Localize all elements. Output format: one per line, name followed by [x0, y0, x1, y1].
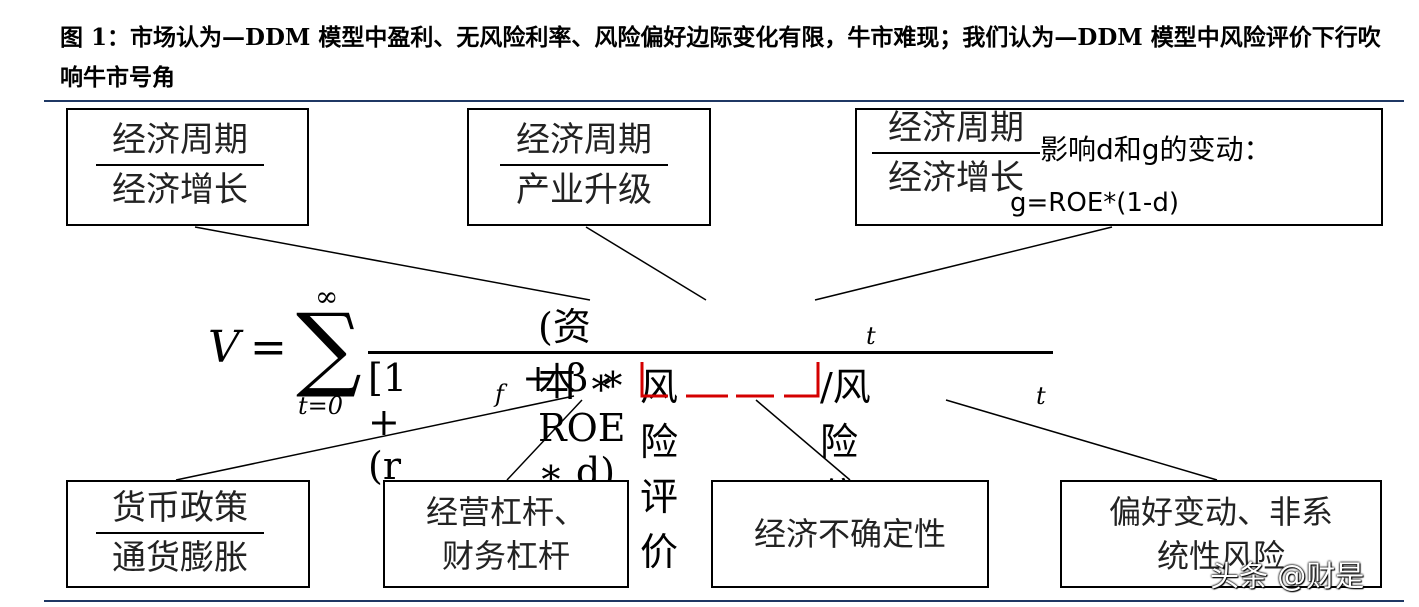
fraction-bar — [96, 532, 264, 534]
fraction-denominator: 经济增长 — [888, 158, 1024, 198]
fraction-numerator: 货币政策 — [112, 488, 248, 528]
risk-evaluation-highlight: 风险评价 — [640, 365, 679, 574]
fraction-bar — [872, 152, 1040, 154]
rf-subscript: f — [495, 380, 504, 408]
preference-risk-text: 偏好变动、非系 统性风险 — [1108, 493, 1333, 575]
highlight-bracket — [640, 362, 668, 398]
sum-lower-limit: t=0 — [298, 392, 344, 420]
connector-line — [506, 399, 583, 481]
bottom-rule — [44, 600, 1404, 602]
denominator-middle: + β ∗ — [510, 356, 638, 400]
fraction-numerator: 经济周期 — [888, 108, 1024, 148]
formula-fraction-bar — [368, 351, 1053, 354]
fraction-numerator: 经济周期 — [112, 120, 248, 160]
formula-equals: = — [250, 322, 287, 373]
denominator-open: [1 + (r — [368, 356, 408, 488]
figure-title: 图 1：市场认为—DDM 模型中盈利、无风险利率、风险偏好边际变化有限，牛市难现… — [60, 24, 1381, 91]
box-uncertainty — [711, 480, 989, 588]
denominator-subscript: t — [1036, 382, 1046, 410]
numerator-subscript: t — [866, 322, 876, 350]
fraction-cycle-industry: 经济周期 产业升级 — [500, 118, 668, 212]
connector-line — [194, 226, 591, 301]
fraction-denominator: 产业升级 — [516, 170, 652, 210]
uncertainty-text: 经济不确定性 — [753, 515, 946, 553]
fraction-bar — [500, 164, 668, 166]
fraction-numerator: 经济周期 — [516, 120, 652, 160]
watermark: 头条 @财是 — [1210, 559, 1365, 593]
box-d-g-relation — [855, 108, 1383, 226]
formula-lhs: V — [208, 322, 240, 373]
connector-line — [175, 395, 575, 481]
connector-line — [585, 226, 707, 301]
box-economic-cycle-industry — [467, 108, 711, 226]
connector-line — [755, 399, 851, 481]
box-preference-risk — [1060, 480, 1382, 588]
connector-line — [945, 399, 1218, 481]
box-monetary-inflation — [66, 480, 310, 588]
top-rule — [44, 100, 1404, 102]
fraction-bar — [96, 164, 264, 166]
sum-upper-limit: ∞ — [315, 280, 339, 313]
fraction-monetary-inflation: 货币政策 通货膨胀 — [96, 486, 264, 580]
fraction-cycle-growth: 经济周期 经济增长 — [96, 118, 264, 212]
g-formula: g=ROE*(1-d) — [1010, 188, 1179, 218]
fraction-cycle-growth-2: 经济周期 经济增长 — [872, 106, 1040, 200]
d-g-label: 影响d和g的变动： — [1040, 133, 1272, 166]
box-leverage — [383, 480, 629, 588]
fraction-denominator: 经济增长 — [112, 170, 248, 210]
highlight-bracket — [784, 362, 820, 398]
leverage-text: 经营杠杆、 财务杠杆 — [425, 493, 586, 575]
connector-line — [814, 226, 1113, 301]
box-economic-cycle-growth — [66, 108, 309, 226]
fraction-denominator: 通货膨胀 — [112, 538, 248, 578]
summation-symbol: ∑ — [296, 294, 362, 401]
